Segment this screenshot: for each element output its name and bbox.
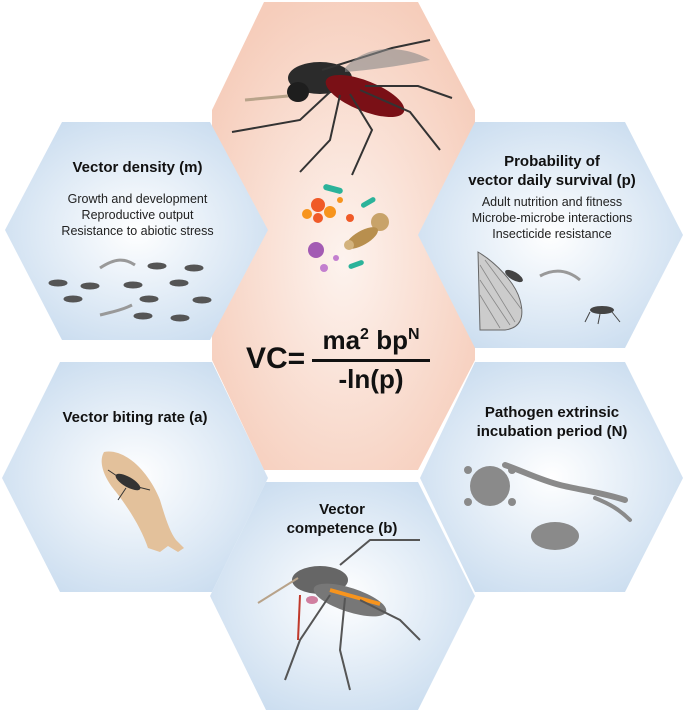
survival-block: Probability of vector daily survival (p)…	[442, 152, 662, 242]
arm-mosquito-icon	[101, 451, 184, 552]
formula-numerator: ma2 bpN	[312, 318, 430, 362]
competence-title-line1: Vector	[319, 501, 365, 518]
num-exp2: N	[407, 326, 420, 343]
hexagon-incubation	[420, 362, 683, 592]
mosquito-anatomy-icon	[257, 539, 421, 691]
biting-title: Vector biting rate (a)	[62, 409, 208, 426]
center-hexagon	[212, 2, 475, 470]
survival-line: Insecticide resistance	[492, 227, 612, 241]
vector-density-line: Growth and development	[67, 192, 208, 206]
biting-block: Vector biting rate (a)	[30, 408, 240, 427]
competence-block: Vector competence (b)	[262, 500, 422, 538]
survival-title-line2: vector daily survival (p)	[468, 172, 636, 189]
net-mosquito-icon	[477, 251, 621, 331]
vector-density-line: Resistance to abiotic stress	[61, 224, 214, 238]
competence-title-line2: competence (b)	[286, 520, 398, 537]
formula-fraction: ma2 bpN -ln(p)	[312, 318, 430, 396]
survival-line: Microbe-microbe interactions	[471, 211, 633, 225]
num-mid: bp	[376, 325, 408, 355]
incubation-title-line1: Pathogen extrinsic	[484, 404, 620, 421]
survival-line: Adult nutrition and fitness	[481, 195, 623, 209]
survival-title-line1: Probability of	[504, 153, 600, 170]
formula-denominator: -ln(p)	[338, 364, 404, 394]
microbes-icon	[302, 184, 389, 272]
vector-density-title: Vector density (m)	[72, 159, 203, 176]
num-exp1: 2	[360, 326, 369, 343]
hexagon-vector-density	[5, 122, 268, 340]
mosquito-top-icon	[231, 39, 453, 176]
incubation-block: Pathogen extrinsic incubation period (N)	[442, 403, 662, 441]
pathogens-icon	[464, 462, 632, 550]
formula-vc: VC=	[246, 342, 306, 375]
vector-density-block: Vector density (m) Growth and developmen…	[30, 158, 245, 239]
num-base: ma	[322, 325, 361, 355]
mosquito-swarm-icon	[48, 258, 212, 322]
vector-density-line: Reproductive output	[81, 208, 194, 222]
incubation-title-line2: incubation period (N)	[476, 423, 628, 440]
vc-formula: VC= ma2 bpN -ln(p)	[246, 318, 446, 398]
